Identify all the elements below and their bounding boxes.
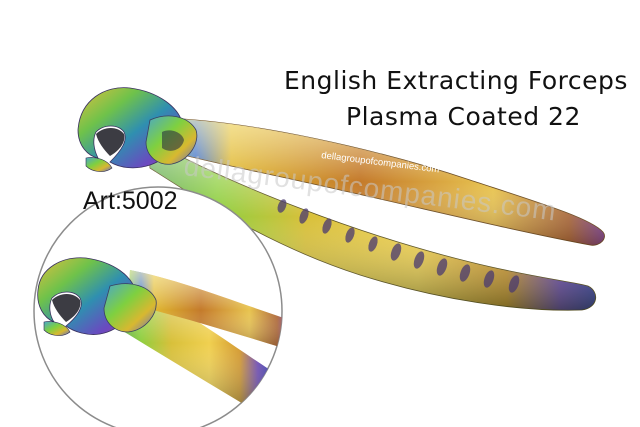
detail-zoom-image xyxy=(37,257,282,420)
forceps-main xyxy=(77,87,605,311)
product-title-line1: English Extracting Forceps xyxy=(284,66,628,95)
product-title-line2: Plasma Coated 22 xyxy=(346,102,581,131)
article-number: Art:5002 xyxy=(83,187,178,215)
grip-slots xyxy=(277,199,520,293)
